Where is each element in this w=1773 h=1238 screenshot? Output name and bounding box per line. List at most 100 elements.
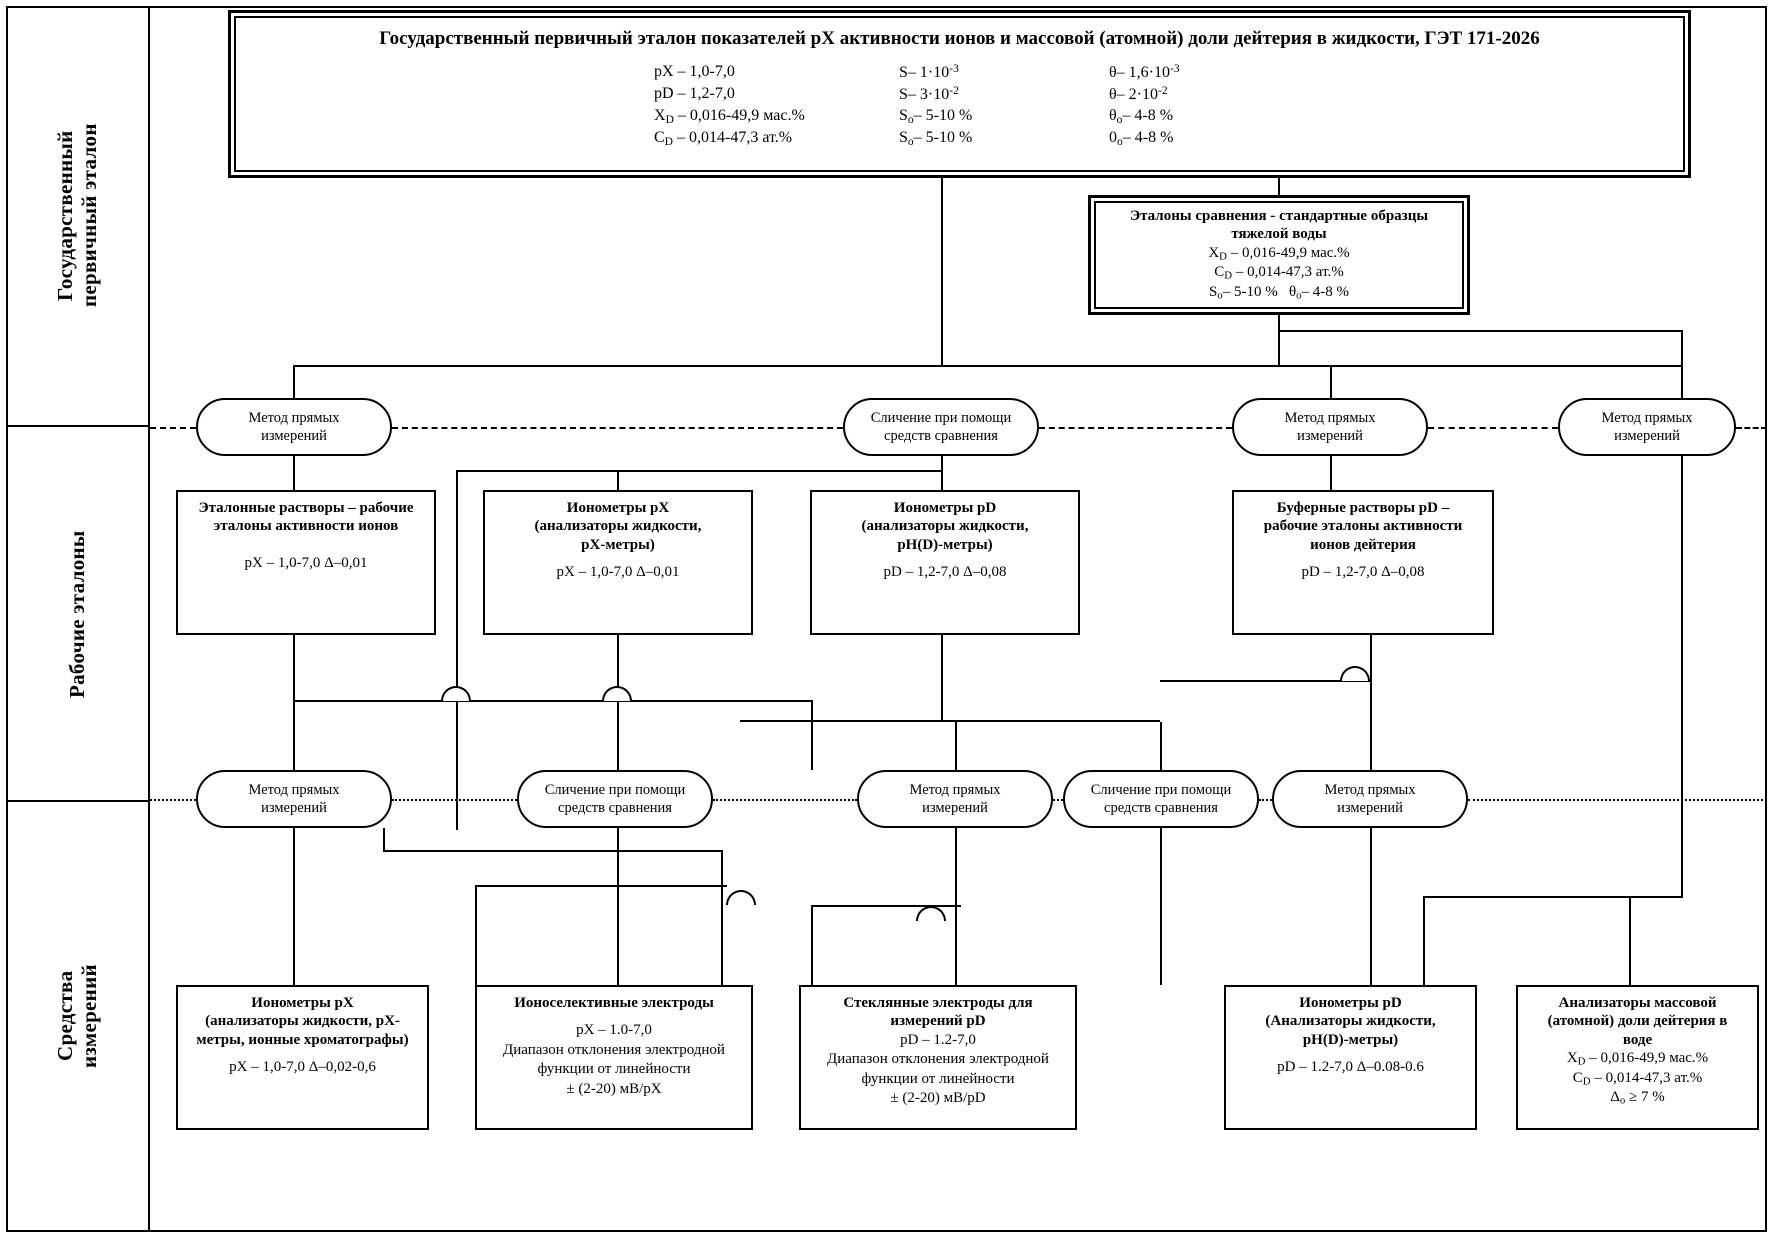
method-node-n1[interactable]: Метод прямых измерений [196, 398, 392, 456]
box-value-line-1: CD – 0,014-47,3 ат.% [1572, 1069, 1703, 1088]
node-line-1: Метод прямых [1601, 409, 1693, 426]
box-title-line-0: Стеклянные электроды для [843, 995, 1033, 1011]
working-standard-ionomers-pd[interactable]: Ионометры pD (анализаторы жидкости, pH(D… [810, 490, 1080, 635]
measuring-instrument-deuterium-analyzers[interactable]: Анализаторы массовой (атомной) доли дейт… [1516, 985, 1759, 1130]
conn-ws0-bus [293, 700, 813, 702]
comparison-standard-line-1: CD – 0,014-47,3 ат.% [1214, 264, 1344, 283]
dotted-separator-row2-a [392, 799, 517, 801]
box-value-line-0: pX – 1,0-7,0 Δ–0,01 [556, 563, 680, 580]
conn-ws2-to-bus [941, 660, 943, 722]
band-label-working-standards: Рабочие эталоны [8, 429, 146, 799]
measuring-instrument-ionomers-px[interactable]: Ионометры pX (анализаторы жидкости, pX- … [176, 985, 429, 1130]
conn-comparison-right [1278, 330, 1683, 332]
conn-mi1-left-bus [475, 885, 727, 887]
node-line-1: Метод прямых [248, 409, 340, 426]
param-theta-3: 0o– 4-8 % [1109, 129, 1174, 148]
box-value-line-0: pD – 1.2-7,0 [900, 1031, 976, 1048]
bus-row1-drop-n3 [1330, 365, 1332, 400]
primary-standard-params: pX – 1,0-7,0 S– 1·10-3 θ– 1,6·10-3 pD – … [654, 63, 1665, 148]
box-value-line-0: pX – 1.0-7,0 [576, 1022, 652, 1039]
conn-bus-to-m3 [955, 722, 957, 770]
param-theta-2: θo– 4-8 % [1109, 107, 1174, 127]
param-s-3: So– 5-10 % [899, 129, 973, 148]
band-separator-1 [6, 425, 148, 427]
method-node-m1[interactable]: Метод прямых измерений [196, 770, 392, 828]
conn-m4-down [1160, 828, 1162, 985]
conn-m2-jog [383, 850, 723, 852]
dashed-separator-row1-a [392, 427, 843, 429]
method-node-m5[interactable]: Метод прямых измерений [1272, 770, 1468, 828]
conn-n2-to-ws-bus [941, 456, 943, 470]
conn-primary-down-center [941, 178, 943, 365]
box-title-line-1: измерений pD [890, 1013, 986, 1030]
box-value-line-3: ± (2-20) мВ/pX [566, 1080, 662, 1097]
dashed-separator-row1-b [1039, 427, 1232, 429]
node-line-1: Метод прямых [1284, 409, 1376, 426]
method-node-m3[interactable]: Метод прямых измерений [857, 770, 1053, 828]
conn-right-leg-down [1423, 896, 1425, 985]
primary-standard-box-inner: Государственный первичный эталон показат… [234, 16, 1685, 172]
box-title-line-1: эталоны активности ионов [213, 518, 399, 535]
param-theta-0: θ– 1,6·10-3 [1109, 62, 1180, 81]
conn-mi1-left-drop [475, 885, 477, 985]
node-line-2: измерений [1614, 428, 1680, 444]
dashed-separator-row1-left [150, 427, 196, 429]
band-label-text: Рабочие эталоны [64, 530, 89, 698]
conn-mi2-left-bus [811, 905, 961, 907]
box-title-line-0: Ионоселективные электроды [514, 995, 714, 1011]
node-line-1: Метод прямых [1324, 781, 1416, 798]
node-line-2: измерений [1297, 428, 1363, 444]
working-standard-buffer-solutions[interactable]: Буферные растворы pD – рабочие эталоны а… [1232, 490, 1494, 635]
conn-bus-left-down [456, 470, 458, 830]
dotted-separator-row2-c [1053, 799, 1063, 801]
working-standard-etalon-solutions[interactable]: Эталонные растворы – рабочие эталоны акт… [176, 490, 436, 635]
box-title-line-0: Ионометры pX [566, 500, 670, 516]
conn-n1-to-ws0 [293, 456, 295, 490]
ws-bus-from-n2 [456, 470, 943, 472]
param-s-2: So– 5-10 % [899, 107, 973, 127]
method-node-n2[interactable]: Сличение при помощи средств сравнения [843, 398, 1039, 456]
conn-right-leg-jog [1423, 896, 1683, 898]
bus-row1-drop-n4 [1681, 330, 1683, 400]
measuring-instrument-glass-electrodes[interactable]: Стеклянные электроды для измерений pD pD… [799, 985, 1077, 1130]
node-line-2: средств сравнения [1104, 800, 1218, 816]
param-range-3: CD – 0,014-47,3 ат.% [654, 129, 793, 148]
comparison-standard-title-1: Эталоны сравнения - стандартные образцы [1129, 208, 1429, 225]
box-value-line-0: pD – 1.2-7,0 Δ–0.08-0.6 [1277, 1058, 1424, 1075]
band-label-divider [148, 6, 150, 1232]
box-value-line-0: XD – 0,016-49,9 мас.% [1566, 1049, 1709, 1068]
method-node-n3[interactable]: Метод прямых измерений [1232, 398, 1428, 456]
node-line-1: Метод прямых [248, 781, 340, 798]
conn-m2-jog-down [721, 850, 723, 985]
conn-ws0-bus-right-down [811, 700, 813, 770]
box-title-line-0: Анализаторы массовой [1558, 995, 1717, 1011]
measuring-instrument-ion-selective-electrodes[interactable]: Ионоселективные электроды pX – 1.0-7,0 Д… [475, 985, 753, 1130]
conn-ws2-down [941, 635, 943, 660]
conn-bus-to-ws1 [617, 470, 619, 490]
conn-ws3-down [1370, 635, 1372, 770]
box-title-line-1: рабочие эталоны активности [1263, 518, 1463, 535]
method-node-n4[interactable]: Метод прямых измерений [1558, 398, 1736, 456]
comparison-standard-line-2: So– 5-10 % θo– 4-8 % [1208, 284, 1350, 302]
bus-row1-drop-n1 [293, 365, 295, 400]
method-node-m4[interactable]: Сличение при помощи средств сравнения [1063, 770, 1259, 828]
conn-ws2-bus [740, 720, 1160, 722]
conn-ws1-down [617, 635, 619, 770]
box-value-line-0: pD – 1,2-7,0 Δ–0,08 [883, 563, 1007, 580]
node-line-2: средств сравнения [884, 428, 998, 444]
box-value-line-0: pX – 1,0-7,0 Δ–0,01 [244, 554, 368, 571]
param-range-1: pD – 1,2-7,0 [654, 84, 735, 102]
node-line-2: измерений [261, 800, 327, 816]
method-node-m2[interactable]: Сличение при помощи средств сравнения [517, 770, 713, 828]
conn-ws3-bus [1160, 680, 1372, 682]
band-separator-2 [6, 800, 148, 802]
conn-n4-down [1681, 456, 1683, 896]
box-value-line-2: функции от линейности [861, 1070, 1015, 1087]
node-line-1: Метод прямых [909, 781, 1001, 798]
working-standard-ionomers-px[interactable]: Ионометры pX (анализаторы жидкости, pX-м… [483, 490, 753, 635]
measuring-instrument-ionomers-pd[interactable]: Ионометры pD (Анализаторы жидкости, pH(D… [1224, 985, 1477, 1130]
